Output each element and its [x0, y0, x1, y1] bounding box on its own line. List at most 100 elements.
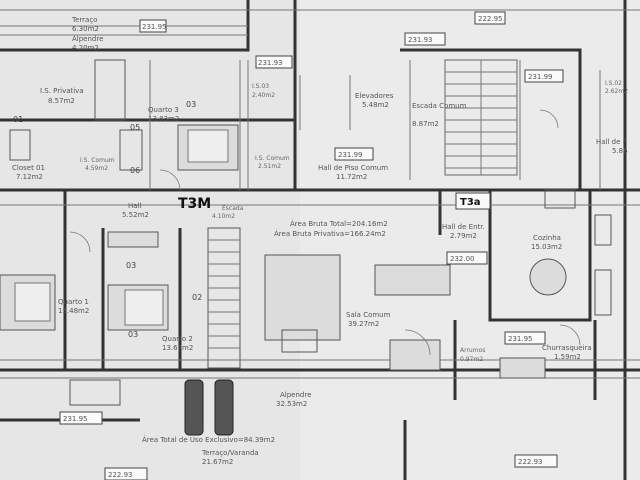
room-hall-entrada-name: Hall de Entr. [442, 223, 485, 231]
room-elevadores-name: Elevadores [355, 92, 394, 100]
door-arrumos [404, 329, 431, 356]
room-sala-name: Sala Comum [346, 311, 391, 319]
wardrobe-quarto2 [107, 231, 159, 248]
room-is03-name: I.S.03 [252, 83, 269, 90]
room-is02-area: 2.62m2 [605, 88, 628, 95]
level-top-mid-box [474, 11, 506, 25]
sofa-set [264, 254, 341, 341]
room-cozinha-area: 15.03m2 [531, 243, 562, 251]
room-alpendre-area: 32.53m2 [276, 400, 307, 408]
tag-03b: 03 [128, 330, 138, 339]
room-is-comum-mid-name: I.S. Comum [255, 155, 290, 162]
room-is-comum-mid-area: 2.51m2 [258, 163, 281, 170]
stair-escada [207, 227, 241, 369]
level-curra: 231.95 [508, 335, 533, 343]
room-terraco-area: 21.67m2 [202, 458, 233, 466]
room-is-privativa-area: 8.57m2 [48, 97, 75, 105]
furniture [0, 59, 612, 406]
room-churrasqueira-name: Churrasqueira [542, 344, 592, 352]
level-markers: 231.95 222.95 231.93 231.93 231.99 231.9… [59, 11, 564, 480]
door-quarto3 [159, 169, 181, 191]
level-top-left-box [139, 19, 167, 33]
room-terraco-top-name: Terraço [71, 16, 97, 24]
level-hall: 231.93 [408, 36, 433, 44]
armchair [281, 329, 318, 353]
level-sala: 232.00 [450, 255, 475, 263]
room-escada-name: Escada [222, 205, 244, 212]
bbq-table [499, 357, 546, 379]
room-quarto1-area: 15.48m2 [58, 307, 89, 315]
unit-code: T3M [178, 196, 211, 212]
stove [544, 189, 576, 209]
dining-table [374, 264, 451, 296]
level-bottom-leftcorner: 222.93 [108, 471, 133, 479]
room-sala-area: 39.27m2 [348, 320, 379, 328]
room-is03-area: 2.40m2 [252, 92, 275, 99]
bed-quarto3-mattress [187, 129, 229, 163]
level-sala-box [446, 251, 488, 265]
bed-quarto2-mattress [124, 289, 164, 326]
room-escada-comum-area: 8.87m2 [412, 120, 439, 128]
tag-01: 01 [13, 115, 23, 124]
room-hall-area: 5.52m2 [122, 211, 149, 219]
kitchen-table [529, 258, 567, 296]
room-is-comum-left-name: I.S. Comum [80, 157, 115, 164]
car-1 [184, 379, 204, 436]
bathtub [119, 129, 143, 171]
room-churrasqueira-area: 1.59m2 [554, 353, 581, 361]
door-curra [559, 324, 581, 346]
room-hall-right-name: Hall de F [596, 138, 627, 146]
area-bruta-privativa: Área Bruta Privativa=166.24m2 [274, 229, 386, 238]
unit-code-secondary: T3a [460, 197, 481, 208]
level-hall-box [404, 32, 446, 46]
wall-escada-comum [400, 48, 582, 190]
room-terraco-top-area: 6.30m2 [72, 25, 99, 33]
level-curra-box [504, 331, 546, 345]
level-top-mid: 222.95 [478, 15, 503, 23]
room-is-privativa-name: I.S. Privativa [40, 87, 84, 95]
level-quarto3: 231.93 [258, 59, 283, 67]
room-alpendre-top-area: 4.20m2 [72, 44, 99, 52]
room-labels: Terraço 6.30m2 Alpendre 4.20m2 I.S. Priv… [12, 16, 628, 466]
level-escada-box [524, 69, 564, 83]
level-bottom-right: 222.93 [518, 458, 543, 466]
tag-03c: 03 [186, 100, 196, 109]
room-hall-name: Hall [128, 202, 141, 210]
room-alpendre-top-name: Alpendre [72, 35, 103, 43]
quarto3-lines [149, 60, 241, 190]
bench [69, 379, 121, 406]
doors [69, 109, 581, 356]
wall-cozinha [488, 190, 592, 322]
level-hall-piso: 231.99 [338, 151, 363, 159]
level-escada: 231.99 [528, 73, 553, 81]
room-closet-area: 7.12m2 [16, 173, 43, 181]
tv-cabinet [389, 339, 441, 371]
room-quarto2-area: 13.67m2 [162, 344, 193, 352]
tag-06: 06 [130, 166, 140, 175]
tags: 01 02 03 03 03 05 06 [13, 100, 202, 339]
room-arrumos-name: Arrumos [460, 347, 485, 354]
car-2 [214, 379, 234, 436]
fridge [594, 214, 612, 246]
area-uso-exclusivo: Área Total de Uso Exclusivo=84.39m2 [142, 435, 275, 444]
bed-quarto1-mattress [14, 282, 51, 322]
counter [594, 269, 612, 316]
room-hall-entrada-area: 2.79m2 [450, 232, 477, 240]
escada-lines [409, 60, 521, 180]
room-hall-piso-area: 11.72m2 [336, 173, 367, 181]
room-escada-area: 4.10m2 [212, 213, 235, 220]
room-quarto3-area: 13.83m2 [148, 115, 179, 123]
room-arrumos-area: 0.97m2 [460, 356, 483, 363]
level-hall-piso-box [334, 147, 374, 161]
thin-lines [0, 9, 640, 379]
level-top-left: 231.95 [142, 23, 167, 31]
core-lines [247, 60, 351, 190]
room-is-comum-left-area: 4.59m2 [85, 165, 108, 172]
room-closet-name: Closet 01 [12, 164, 45, 172]
area-bruta-total: Área Bruta Total=204.16m2 [290, 219, 388, 228]
room-alpendre-name: Alpendre [280, 391, 311, 399]
unit-code-secondary-box [455, 192, 491, 210]
room-cozinha-name: Cozinha [533, 234, 561, 242]
